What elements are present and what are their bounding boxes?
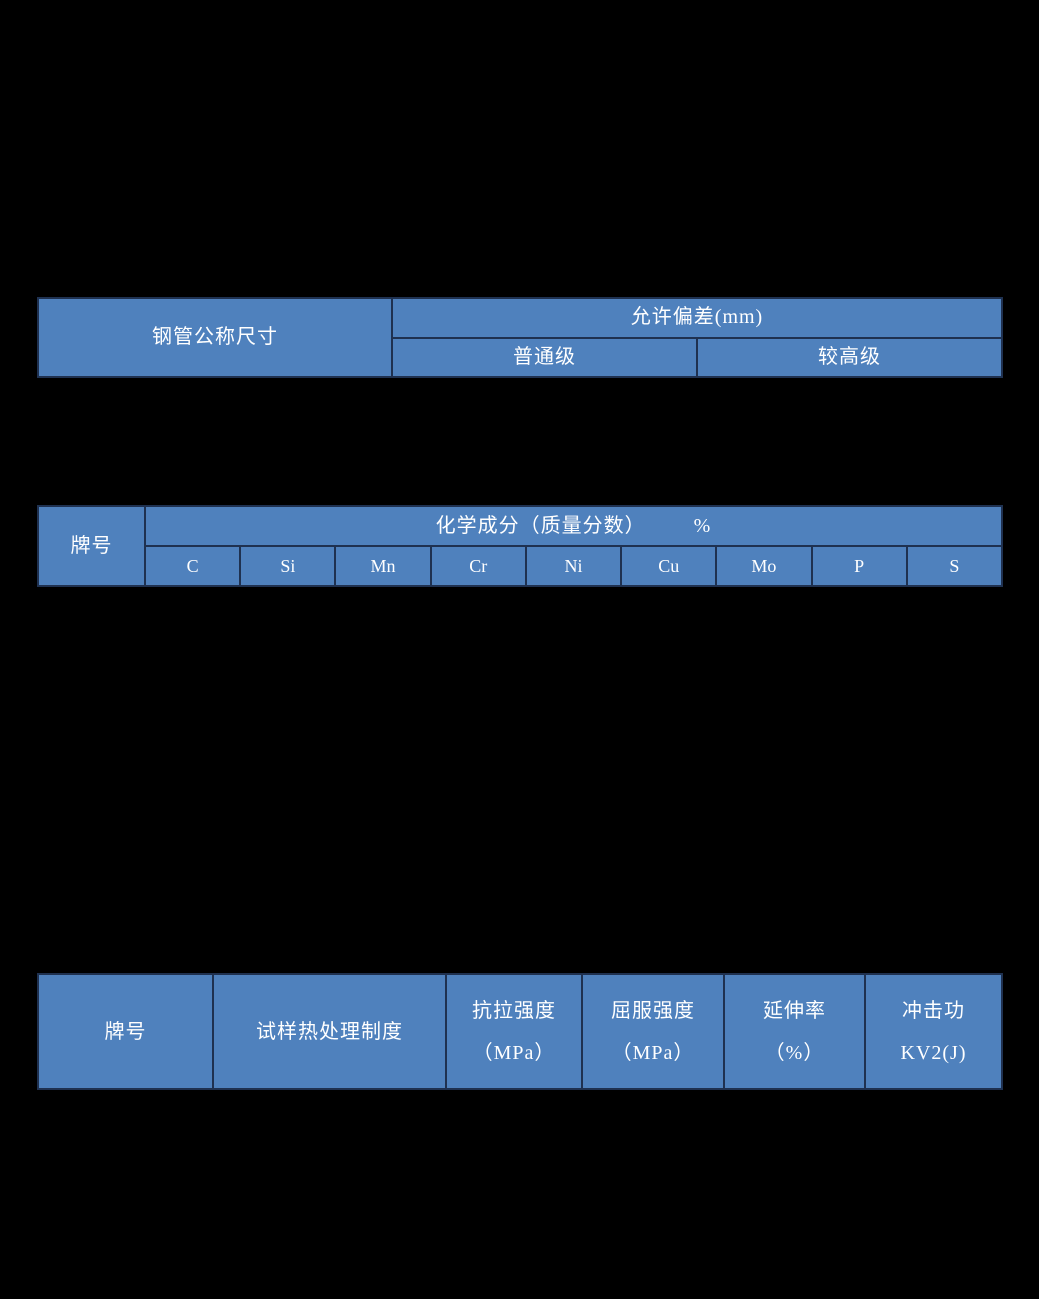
tensile-strength-header: 抗拉强度 （MPa） xyxy=(447,975,581,1088)
grade-header: 牌号 xyxy=(39,975,212,1088)
size-deviation-corner-header: 钢管公称尺寸 xyxy=(39,299,391,376)
element-header-ni: Ni xyxy=(526,547,621,585)
grade-corner-header: 牌号 xyxy=(39,507,144,585)
element-header-mn: Mn xyxy=(336,547,430,585)
chemical-composition-table: 牌号 化学成分（质量分数） % C Si Mn Cr Ni Cu Mo P S xyxy=(37,505,1003,587)
element-header-p: P xyxy=(812,547,906,585)
element-header-s: S xyxy=(907,547,1001,585)
chemical-composition-header: 化学成分（质量分数） % xyxy=(146,507,1001,545)
impact-energy-header: 冲击功 KV2(J) xyxy=(866,975,1001,1088)
element-header-mo: Mo xyxy=(717,547,811,585)
element-header-c: C xyxy=(146,547,240,585)
element-header-si: Si xyxy=(241,547,335,585)
higher-grade-header: 较高级 xyxy=(698,338,1001,376)
yield-strength-header: 屈服强度 （MPa） xyxy=(583,975,723,1088)
element-header-cu: Cu xyxy=(622,547,716,585)
mechanical-properties-table: 牌号 试样热处理制度 抗拉强度 （MPa） 屈服强度 （MPa） 延伸率 （%）… xyxy=(37,973,1003,1090)
element-header-cr: Cr xyxy=(431,547,525,585)
ordinary-grade-header: 普通级 xyxy=(393,338,696,376)
allowable-deviation-header: 允许偏差(mm) xyxy=(393,299,1001,337)
size-deviation-table: 钢管公称尺寸 允许偏差(mm) 普通级 较高级 xyxy=(37,297,1003,378)
elongation-header: 延伸率 （%） xyxy=(725,975,864,1088)
heat-treatment-header: 试样热处理制度 xyxy=(214,975,445,1088)
